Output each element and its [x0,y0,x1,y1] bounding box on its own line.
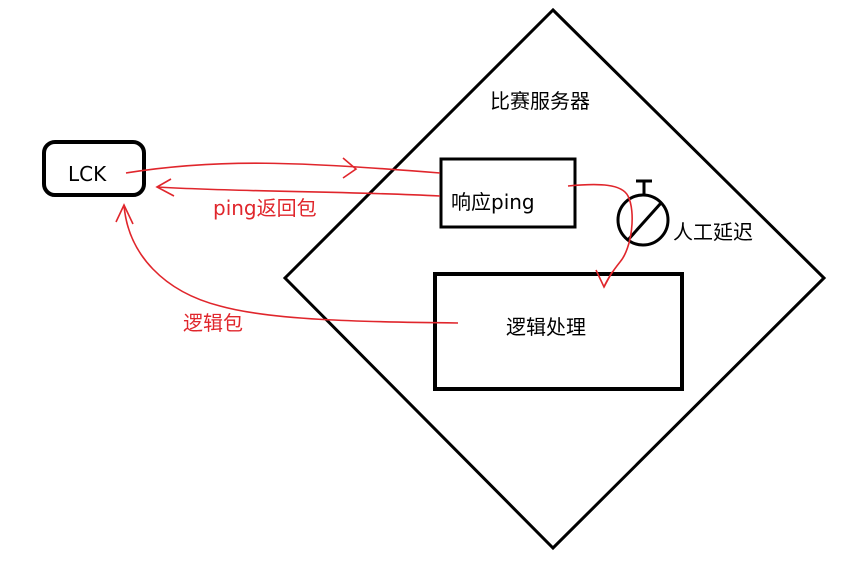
delay-arrow [567,183,633,289]
ping-response-label: 响应ping [451,190,535,214]
delay-label: 人工延迟 [673,220,753,244]
logic-packet-label: 逻辑包 [183,311,243,335]
logic-packet-arrow [115,203,459,324]
logic-label: 逻辑处理 [506,315,586,339]
logic-box [433,272,684,391]
ping-response-box [439,157,577,229]
stopwatch-icon [616,179,670,247]
client-label: LCK [68,162,107,186]
ping-return-arrow [155,178,441,197]
server-diamond [282,7,827,551]
ping-request-arrow [125,157,441,179]
server-label: 比赛服务器 [490,89,590,113]
ping-return-label: ping返回包 [213,196,317,220]
client-box [42,140,146,197]
